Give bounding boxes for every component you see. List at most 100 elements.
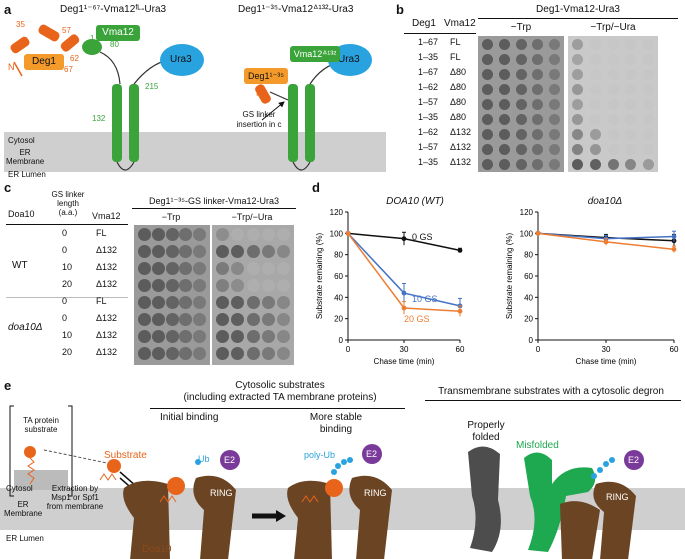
ta-substrate-label: TA protein substrate [23, 416, 59, 434]
colony-spot [607, 69, 619, 80]
y-tick-label: 100 [520, 229, 534, 238]
colony-spot [532, 69, 544, 80]
colony-spot [138, 347, 151, 360]
y-tick-label: 40 [524, 293, 533, 302]
vma12-d132-tm1 [288, 84, 298, 162]
panel-c-col-vma12: Vma12 [92, 211, 121, 221]
data-point [457, 308, 463, 314]
panel-e-label: e [4, 378, 12, 393]
initial-binding-label: Initial binding [160, 412, 219, 423]
colony-spot [179, 330, 193, 343]
panel-b-label: b [396, 2, 404, 17]
colony-spot [165, 347, 179, 360]
colony-spot [179, 279, 193, 292]
panel-c-row-vma12: Δ132 [96, 313, 118, 323]
series-label-20gs: 20 GS [404, 314, 430, 324]
panel-c-col-doa10: Doa10 [8, 209, 35, 219]
colony-spot [151, 347, 165, 360]
colony-spot [216, 279, 229, 292]
colony-spot [625, 114, 637, 125]
colony-spot [231, 245, 245, 258]
panel-c-row-vma12: Δ132 [96, 245, 118, 255]
colony-spot [549, 54, 560, 65]
panel-b-row-vma12: Δ132 [450, 142, 472, 152]
colony-spot [193, 347, 206, 360]
panel-a-right-title: Deg1¹⁻³⁵-Vma12ᐞ¹³²-Ura3 [238, 4, 354, 15]
colony-spot [532, 39, 544, 50]
colony-spot [165, 296, 179, 309]
colony-spot [607, 99, 619, 110]
colony-spot [277, 347, 290, 360]
deg1-short-box: Deg1¹⁻³⁵ [244, 68, 288, 84]
panel-c-row-gs: 0 [62, 228, 68, 238]
panel-c-row-vma12: Δ132 [96, 347, 118, 357]
panel-b-row-vma12: Δ80 [450, 97, 467, 107]
colony-spot [165, 228, 179, 241]
panel-b-col-vma12: Vma12 [444, 18, 476, 29]
colony-spot [607, 129, 619, 140]
e2-label-1: E2 [224, 455, 236, 465]
panel-c-row-gs: 10 [62, 262, 73, 272]
colony-spot [277, 228, 290, 241]
colony-spot [261, 313, 275, 326]
series-label-0gs: 0 GS [412, 232, 433, 242]
colony-spot [165, 245, 179, 258]
colony-spot [515, 39, 527, 50]
colony-spot [179, 228, 193, 241]
properly-folded-label: Properly folded [467, 420, 505, 443]
colony-spot [607, 39, 619, 50]
colony-spot [193, 296, 206, 309]
colony-spot [277, 245, 290, 258]
data-point [345, 230, 351, 236]
colony-spot [515, 99, 527, 110]
panel-b-row-vma12: Δ132 [450, 157, 472, 167]
colony-spot [498, 159, 510, 170]
panel-c-row-gs: 0 [62, 313, 68, 323]
colony-spot [231, 330, 245, 343]
ub-label: Ub [198, 454, 210, 464]
n-terminus-right: N [256, 88, 263, 98]
cytosol-label-e: Cytosol [6, 484, 33, 493]
vma12-d132-box: Vma12ᐞ¹³² [290, 46, 340, 62]
x-tick-label: 60 [670, 345, 679, 354]
data-point [401, 305, 407, 311]
doa10-label: Doa10 [142, 544, 172, 555]
colony-spot [498, 114, 510, 125]
colony-spot [261, 279, 275, 292]
x-tick-label: 0 [346, 345, 351, 354]
colony-spot [216, 330, 229, 343]
panel-b-row-vma12: Δ80 [450, 112, 467, 122]
res-80-label: 80 [110, 40, 119, 49]
colony-spot [151, 313, 165, 326]
colony-spot [515, 84, 527, 95]
colony-spot [498, 129, 510, 140]
colony-spot [261, 347, 275, 360]
colony-spot [151, 279, 165, 292]
ring-label-2: RING [364, 488, 387, 498]
colony-spot [643, 84, 654, 95]
panel-a-membrane [4, 132, 386, 172]
colony-spot [607, 84, 619, 95]
panel-b-row-vma12: Δ80 [450, 67, 467, 77]
panel-b-col-trp-ura: −Trp/−Ura [590, 22, 636, 33]
colony-spot [165, 262, 179, 275]
colony-spot [607, 114, 619, 125]
cytosol-label-a: Cytosol [8, 136, 35, 145]
y-tick-label: 60 [524, 272, 533, 281]
colony-spot [572, 114, 583, 125]
colony-spot [515, 159, 527, 170]
colony-spot [572, 54, 583, 65]
y-tick-label: 60 [334, 272, 343, 281]
deg1-helix-3 [60, 34, 80, 52]
panel-b-row-vma12: Δ132 [450, 127, 472, 137]
colony-spot [643, 144, 654, 155]
colony-spot [246, 279, 260, 292]
colony-spot [151, 262, 165, 275]
colony-spot [589, 129, 601, 140]
panel-b-row-deg1: 1–35 [418, 112, 439, 122]
colony-spot [138, 245, 151, 258]
colony-spot [231, 228, 245, 241]
colony-spot [138, 330, 151, 343]
colony-spot [589, 99, 601, 110]
